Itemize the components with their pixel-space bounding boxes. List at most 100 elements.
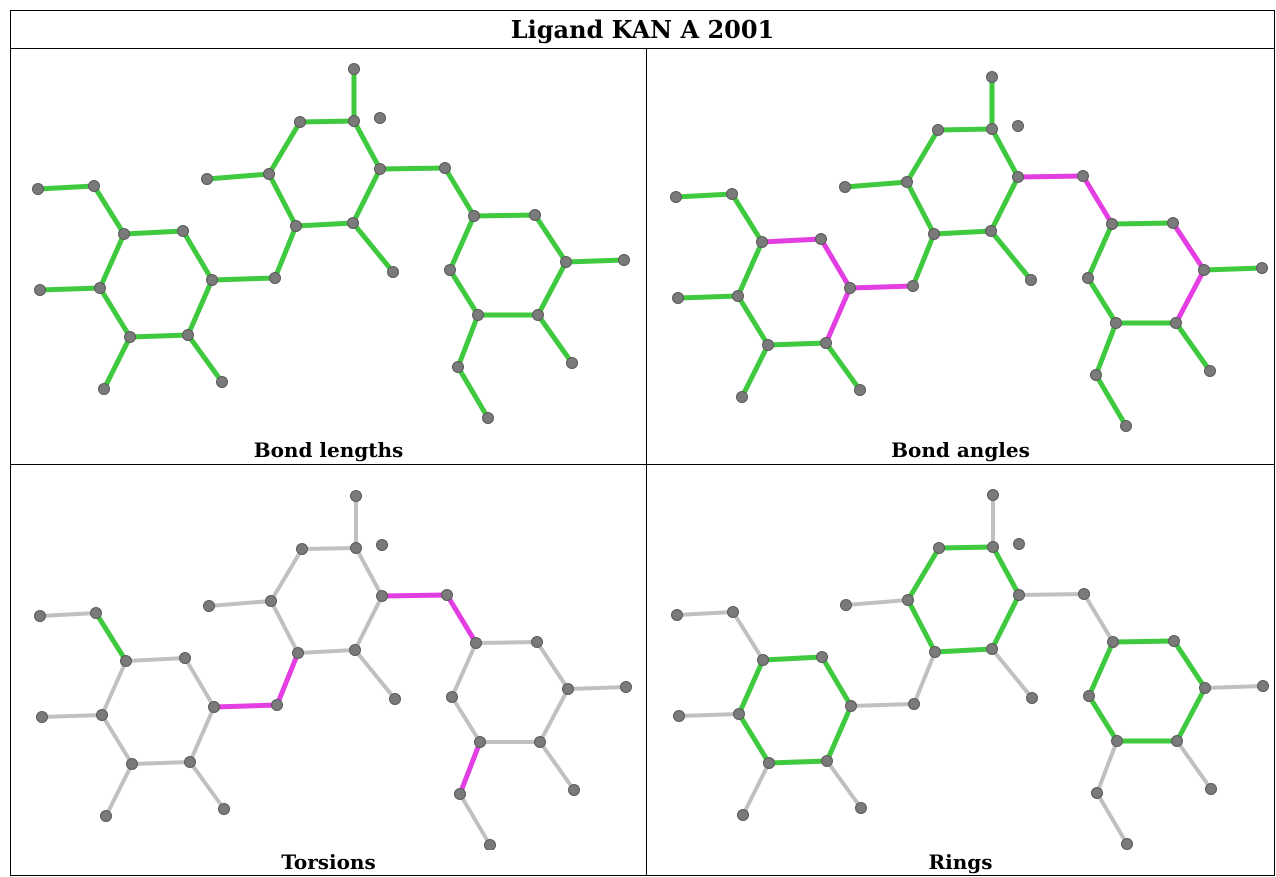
bond-7-25	[844, 598, 910, 607]
atom-23	[1013, 538, 1025, 550]
bond-28-29	[127, 332, 191, 340]
molecule-bond-angles	[670, 71, 1268, 432]
atom-10	[374, 163, 386, 175]
atom-11	[986, 643, 998, 655]
panel-bond-lengths: Bond lengths	[11, 49, 647, 465]
atom-27	[94, 282, 106, 294]
atom-17	[532, 309, 544, 321]
atom-21	[482, 412, 494, 424]
atom-13	[1107, 636, 1119, 648]
bond-14-15	[535, 640, 570, 691]
bond-12-13	[444, 592, 479, 646]
bond-9-10	[351, 118, 383, 172]
bond-10-12	[379, 592, 450, 599]
bond-1-2	[91, 183, 127, 237]
bond-7-25	[207, 599, 273, 608]
panel-rings: Rings	[647, 465, 1274, 875]
bond-10-11	[989, 592, 1022, 652]
bond-11-6	[296, 648, 357, 655]
atom-32	[1025, 274, 1037, 286]
bond-15-17	[1174, 685, 1208, 744]
molecule-rings	[671, 489, 1269, 850]
atom-27	[733, 708, 745, 720]
atom-2	[120, 655, 132, 667]
atom-18	[472, 309, 484, 321]
atom-26	[36, 711, 48, 723]
bond-28-29	[765, 340, 829, 348]
atom-7	[263, 168, 275, 180]
atom-31	[218, 803, 230, 815]
bond-27-28	[736, 711, 772, 766]
bond-17-22	[1175, 739, 1213, 791]
atom-24	[350, 490, 362, 502]
bond-11-32	[350, 220, 396, 275]
bond-14-15	[1170, 220, 1207, 273]
atom-7	[901, 176, 913, 188]
atom-23	[1012, 120, 1024, 132]
atom-9	[348, 115, 360, 127]
bond-19-13	[447, 213, 477, 273]
bond-7-25	[204, 171, 272, 182]
bond-18-19	[1085, 275, 1119, 326]
atom-0	[671, 609, 683, 621]
atom-25	[203, 600, 215, 612]
atom-15	[1199, 682, 1211, 694]
bond-28-29	[130, 760, 192, 766]
atom-21	[484, 839, 496, 850]
bond-15-16	[563, 257, 627, 265]
bond-27-28	[97, 285, 133, 340]
atom-20	[452, 361, 464, 373]
bond-2-27	[736, 657, 766, 717]
atom-28	[763, 757, 775, 769]
bond-29-4	[185, 277, 215, 338]
atom-11	[985, 225, 997, 237]
bond-7-8	[269, 547, 304, 603]
atom-16	[1257, 680, 1269, 692]
atom-25	[839, 181, 851, 193]
bond-18-19	[447, 267, 481, 318]
atom-15	[560, 256, 572, 268]
bond-10-12	[1015, 173, 1086, 180]
bond-29-4	[823, 285, 853, 346]
atom-32	[387, 266, 399, 278]
atom-22	[1205, 783, 1217, 795]
atom-25	[201, 173, 213, 185]
atom-6	[292, 647, 304, 659]
atom-29	[820, 337, 832, 349]
atom-28	[126, 758, 138, 770]
atom-28	[762, 339, 774, 351]
bond-11-6	[932, 646, 995, 655]
bond-10-11	[350, 166, 383, 226]
atom-2	[118, 228, 130, 240]
bond-3-4	[819, 654, 854, 709]
bond-17-22	[538, 740, 576, 792]
bond-15-17	[538, 687, 570, 744]
bond-4-5	[847, 283, 916, 291]
atom-14	[1167, 217, 1179, 229]
atom-31	[855, 802, 867, 814]
atom-24	[987, 489, 999, 501]
bond-13-14	[474, 640, 539, 645]
bond-2-27	[735, 239, 765, 299]
bond-29-4	[188, 705, 216, 764]
figure-title: Ligand KAN A 2001	[11, 11, 1274, 49]
bond-14-15	[1171, 638, 1208, 691]
bond-28-30	[741, 761, 771, 817]
atom-30	[98, 383, 110, 395]
atom-27	[96, 709, 108, 721]
atom-23	[374, 112, 386, 124]
atom-17	[1171, 735, 1183, 747]
bond-28-30	[739, 342, 771, 400]
bond-10-11	[988, 174, 1021, 234]
atom-8	[296, 543, 308, 555]
bond-8-9	[935, 126, 995, 133]
bond-20-21	[458, 792, 492, 847]
bond-11-6	[931, 228, 994, 237]
atom-19	[444, 264, 456, 276]
atom-12	[441, 589, 453, 601]
bond-11-32	[988, 228, 1034, 283]
atom-5	[908, 698, 920, 710]
atom-20	[454, 788, 466, 800]
bond-12-13	[442, 165, 477, 219]
bond-26-27	[37, 285, 103, 293]
